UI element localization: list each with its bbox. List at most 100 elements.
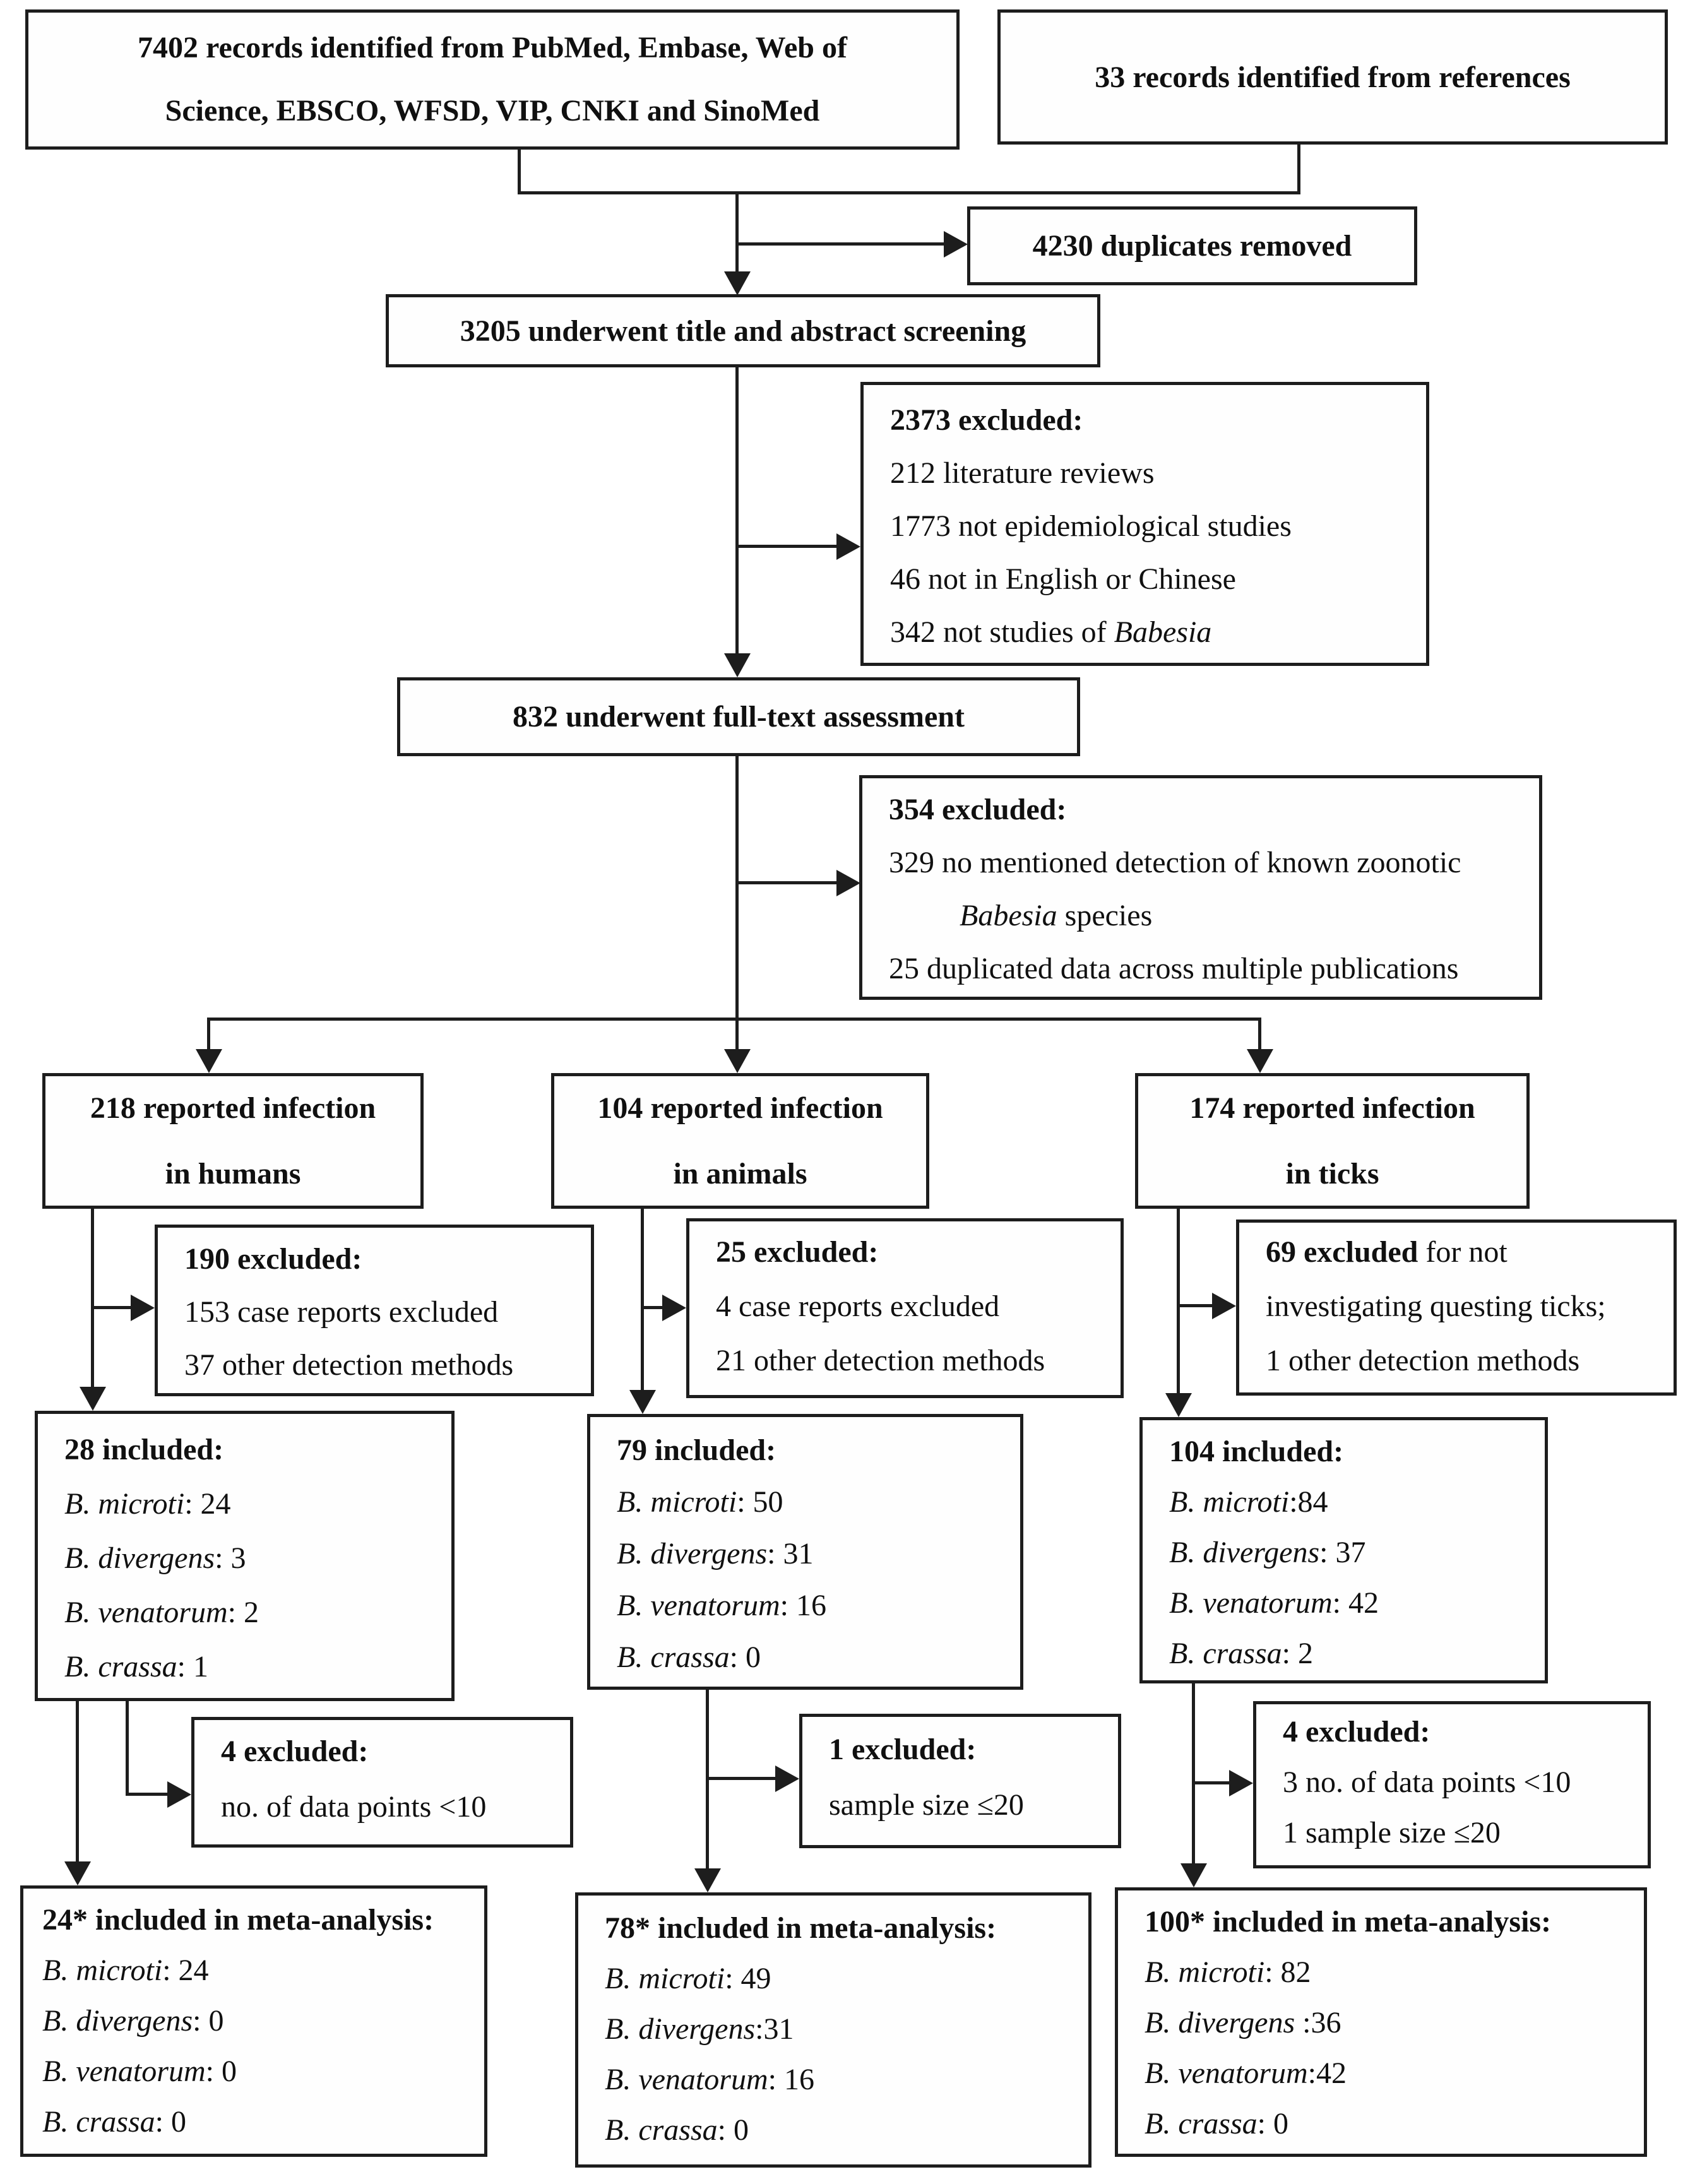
species-name: B. venatorum xyxy=(605,2063,768,2096)
box-humans-excluded: 190 excluded: 153 case reports excluded … xyxy=(155,1225,594,1396)
title-abstract-screening-text: 3205 underwent title and abstract screen… xyxy=(460,314,1026,348)
species-count-row: B. microti: 24 xyxy=(42,1945,479,1996)
box-animals-infection: 104 reported infection in animals xyxy=(551,1073,929,1209)
arrowhead-down-humans-meta xyxy=(64,1861,91,1885)
box-fulltext-assessment: 832 underwent full-text assessment xyxy=(397,677,1080,756)
arrowhead-right-screening-excluded xyxy=(836,533,860,560)
species-name: B. crassa xyxy=(42,2105,155,2139)
connector-ticks-down xyxy=(1177,1209,1180,1393)
connector-to-ticks-excluded xyxy=(1177,1304,1212,1307)
species-count-row: B. divergens: 3 xyxy=(64,1531,446,1586)
ticks-excluded-header-rest: for not xyxy=(1418,1235,1508,1269)
babesia-item-italic: Babesia xyxy=(1114,615,1212,649)
species-count-row: B. crassa: 0 xyxy=(42,2097,479,2147)
arrowhead-down-ticks-included xyxy=(1165,1393,1192,1417)
species-value: : 2 xyxy=(1282,1637,1314,1670)
records-databases-line2: Science, EBSCO, WFSD, VIP, CNKI and Sino… xyxy=(165,94,820,128)
fulltext-excluded-species-word: species xyxy=(1057,899,1153,932)
screening-excluded-item: 212 literature reviews xyxy=(890,456,1155,490)
ticks-meta-header: 100* included in meta-analysis: xyxy=(1145,1905,1552,1938)
humans-infection-line1: 218 reported infection xyxy=(90,1091,376,1125)
species-value: : 82 xyxy=(1264,1956,1311,1989)
humans-meta-excluded-item: no. of data points <10 xyxy=(221,1790,487,1824)
species-value: : 31 xyxy=(767,1537,814,1570)
ticks-excluded-header-bold: 69 excluded xyxy=(1266,1235,1418,1269)
connector-split-mid xyxy=(735,1018,739,1050)
animals-meta-excluded-item: sample size ≤20 xyxy=(829,1788,1024,1822)
connector-merge-line xyxy=(518,191,1300,194)
arrowhead-down-humans-included xyxy=(80,1387,106,1411)
species-name: B. divergens xyxy=(42,2004,193,2038)
species-name: B. venatorum xyxy=(1169,1586,1333,1620)
species-name: B. divergens xyxy=(605,2012,756,2046)
box-title-abstract-screening: 3205 underwent title and abstract screen… xyxy=(386,294,1100,367)
ticks-excluded-item: 1 other detection methods xyxy=(1266,1344,1580,1377)
animals-meta-excluded-header: 1 excluded: xyxy=(829,1733,977,1766)
arrowhead-down-humans xyxy=(196,1049,222,1073)
arrowhead-right-animals-excluded xyxy=(662,1295,686,1321)
species-count-row: B. divergens: 0 xyxy=(42,1996,479,2046)
babesia-item-prefix: 342 not studies of xyxy=(890,615,1114,649)
species-name: B. crassa xyxy=(605,2113,718,2147)
ticks-meta-excluded-item: 3 no. of data points <10 xyxy=(1283,1766,1571,1799)
species-name: B. divergens xyxy=(617,1537,768,1570)
species-value: :42 xyxy=(1307,2056,1347,2090)
box-ticks-included: 104 included: B. microti:84 B. divergens… xyxy=(1139,1417,1548,1683)
ticks-excluded-header: 69 excluded for not xyxy=(1266,1225,1668,1279)
box-ticks-meta-excluded: 4 excluded: 3 no. of data points <10 1 s… xyxy=(1253,1701,1651,1868)
species-name: B. divergens xyxy=(1145,2006,1295,2039)
connector-to-screening-excluded xyxy=(735,545,836,548)
connector-split-left xyxy=(207,1018,210,1050)
arrowhead-down-ticks xyxy=(1247,1049,1273,1073)
box-screening-excluded: 2373 excluded: 212 literature reviews 17… xyxy=(860,382,1429,666)
ticks-included-header: 104 included: xyxy=(1169,1435,1344,1468)
species-count-row: B. crassa: 0 xyxy=(617,1632,1015,1683)
species-count-row: B. microti: 82 xyxy=(1145,1947,1639,1998)
species-value: :84 xyxy=(1289,1485,1328,1519)
connector-split-right xyxy=(1258,1018,1261,1050)
species-value: : 2 xyxy=(227,1596,259,1629)
records-references-text: 33 records identified from references xyxy=(1095,60,1571,94)
animals-infection-line2: in animals xyxy=(673,1156,807,1190)
species-name: B. divergens xyxy=(1169,1536,1320,1569)
species-value: : 0 xyxy=(193,2004,224,2038)
box-records-databases: 7402 records identified from PubMed, Emb… xyxy=(25,9,960,150)
species-name: B. microti xyxy=(617,1485,737,1519)
species-name: B. venatorum xyxy=(42,2055,206,2088)
connector-split-line xyxy=(207,1018,1261,1021)
species-value: : 16 xyxy=(780,1589,826,1622)
species-count-row: B. venatorum: 0 xyxy=(42,2046,479,2097)
box-animals-meta-analysis: 78* included in meta-analysis: B. microt… xyxy=(575,1892,1091,2168)
ticks-meta-excluded-header: 4 excluded: xyxy=(1283,1715,1430,1748)
animals-included-header: 79 included: xyxy=(617,1433,776,1467)
box-animals-excluded: 25 excluded: 4 case reports excluded 21 … xyxy=(686,1218,1124,1398)
species-value: : 16 xyxy=(768,2063,814,2096)
connector-db-stub xyxy=(518,150,521,193)
connector-to-duplicates xyxy=(735,242,944,246)
box-humans-included: 28 included: B. microti: 24 B. divergens… xyxy=(35,1411,455,1701)
animals-excluded-item: 21 other detection methods xyxy=(716,1344,1045,1377)
connector-to-fulltext-excluded xyxy=(735,881,836,884)
box-ticks-infection: 174 reported infection in ticks xyxy=(1135,1073,1530,1209)
species-name: B. crassa xyxy=(617,1641,730,1674)
box-records-references: 33 records identified from references xyxy=(997,9,1668,145)
fulltext-excluded-line2: Babesia species xyxy=(889,889,1534,942)
species-value: : 0 xyxy=(1257,2107,1289,2140)
screening-excluded-header: 2373 excluded: xyxy=(890,403,1083,437)
species-name: B. microti xyxy=(64,1487,185,1521)
box-ticks-meta-analysis: 100* included in meta-analysis: B. micro… xyxy=(1115,1887,1647,2157)
box-duplicates-removed: 4230 duplicates removed xyxy=(967,206,1417,285)
connector-merge-down xyxy=(735,191,739,271)
arrowhead-right-humans-meta-excluded xyxy=(167,1781,191,1808)
species-value: :31 xyxy=(755,2012,794,2046)
screening-excluded-item-babesia: 342 not studies of Babesia xyxy=(890,606,1421,659)
species-name: B. crassa xyxy=(64,1650,177,1683)
ticks-infection-line1: 174 reported infection xyxy=(1189,1091,1475,1125)
species-name: B. venatorum xyxy=(617,1589,780,1622)
arrowhead-down-to-screening xyxy=(724,271,751,295)
ticks-excluded-item: investigating questing ticks; xyxy=(1266,1290,1606,1323)
species-name: B. crassa xyxy=(1145,2107,1258,2140)
species-count-row: B. microti: 49 xyxy=(605,1954,1083,2004)
box-humans-infection: 218 reported infection in humans xyxy=(42,1073,424,1209)
arrowhead-down-animals xyxy=(724,1049,751,1073)
